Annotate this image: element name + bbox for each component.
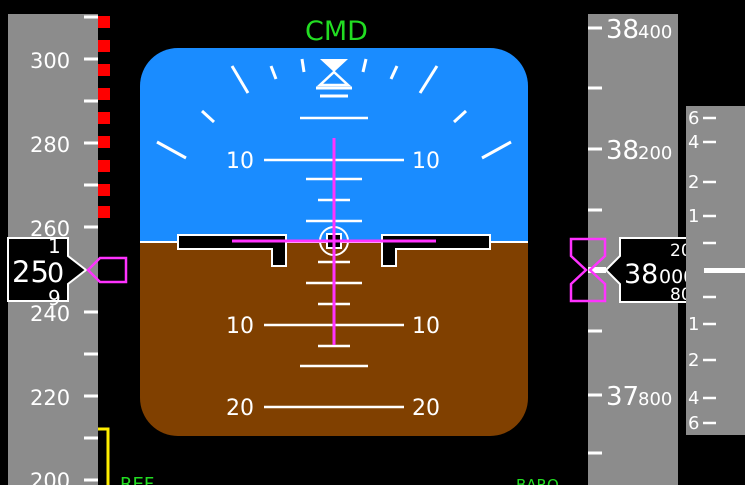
- vs-label-up2: 2: [688, 172, 699, 193]
- roll-pointer: [316, 70, 352, 87]
- speed-tick-220: 220: [30, 386, 70, 410]
- speed-tick-300: 300: [30, 49, 70, 73]
- overspeed-band: [98, 16, 110, 218]
- vs-label-down6: 6: [688, 413, 699, 434]
- bank-scale: [156, 58, 512, 160]
- speed-tick-240: 240: [30, 302, 70, 326]
- vs-label-down4: 4: [688, 388, 699, 409]
- vs-label-down2: 2: [688, 350, 699, 371]
- vs-label-up4: 4: [688, 132, 699, 153]
- speed-ones-upper: 1: [48, 234, 61, 258]
- pitch-label-down20-left: 20: [226, 396, 254, 421]
- speed-tick-200: 200: [30, 469, 70, 485]
- pitch-label-down10-left: 10: [226, 314, 254, 339]
- attitude-indicator: 10 10 10 10 20 20: [140, 48, 528, 436]
- bank-pointer: [320, 59, 348, 72]
- alt-label-37800-big: 37: [606, 382, 639, 412]
- vs-label-up1: 1: [688, 206, 699, 227]
- left-wing-symbol: [177, 234, 287, 267]
- pitch-label-up10-left: 10: [226, 149, 254, 174]
- ref-label: REF: [120, 474, 154, 485]
- alt-label-38200-big: 38: [606, 136, 639, 166]
- alt-label-37800-small: 800: [638, 389, 672, 410]
- speed-tick-280: 280: [30, 133, 70, 157]
- alt-label-38400-small: 400: [638, 22, 672, 43]
- pitch-label-up10-right: 10: [412, 149, 440, 174]
- vs-label-up6: 6: [688, 108, 699, 129]
- alt-label-38400-big: 38: [606, 15, 639, 45]
- pitch-label-down20-right: 20: [412, 396, 440, 421]
- baro-label: BARO: [516, 476, 559, 485]
- vs-pointer: [704, 268, 745, 273]
- min-speed-band: [98, 427, 110, 485]
- altitude-bug: [569, 237, 607, 303]
- right-wing-symbol: [381, 234, 491, 267]
- autopilot-mode: CMD: [305, 16, 368, 47]
- speed-ones-lower: 9: [48, 286, 61, 310]
- vertical-speed-indicator: 6 4 2 1 1 2 4 6: [686, 106, 745, 435]
- speed-bug: [86, 256, 128, 284]
- speed-ones: 0: [47, 258, 64, 289]
- airspeed-readout: 25 1 0 9: [7, 234, 88, 310]
- vs-label-down1: 1: [688, 314, 699, 335]
- altitude-readout: 38 20 000 80: [604, 237, 699, 305]
- speed-digits: 25: [12, 255, 49, 289]
- pitch-label-down10-right: 10: [412, 314, 440, 339]
- altitude-thousands: 38: [624, 259, 658, 290]
- alt-label-38200-small: 200: [638, 143, 672, 164]
